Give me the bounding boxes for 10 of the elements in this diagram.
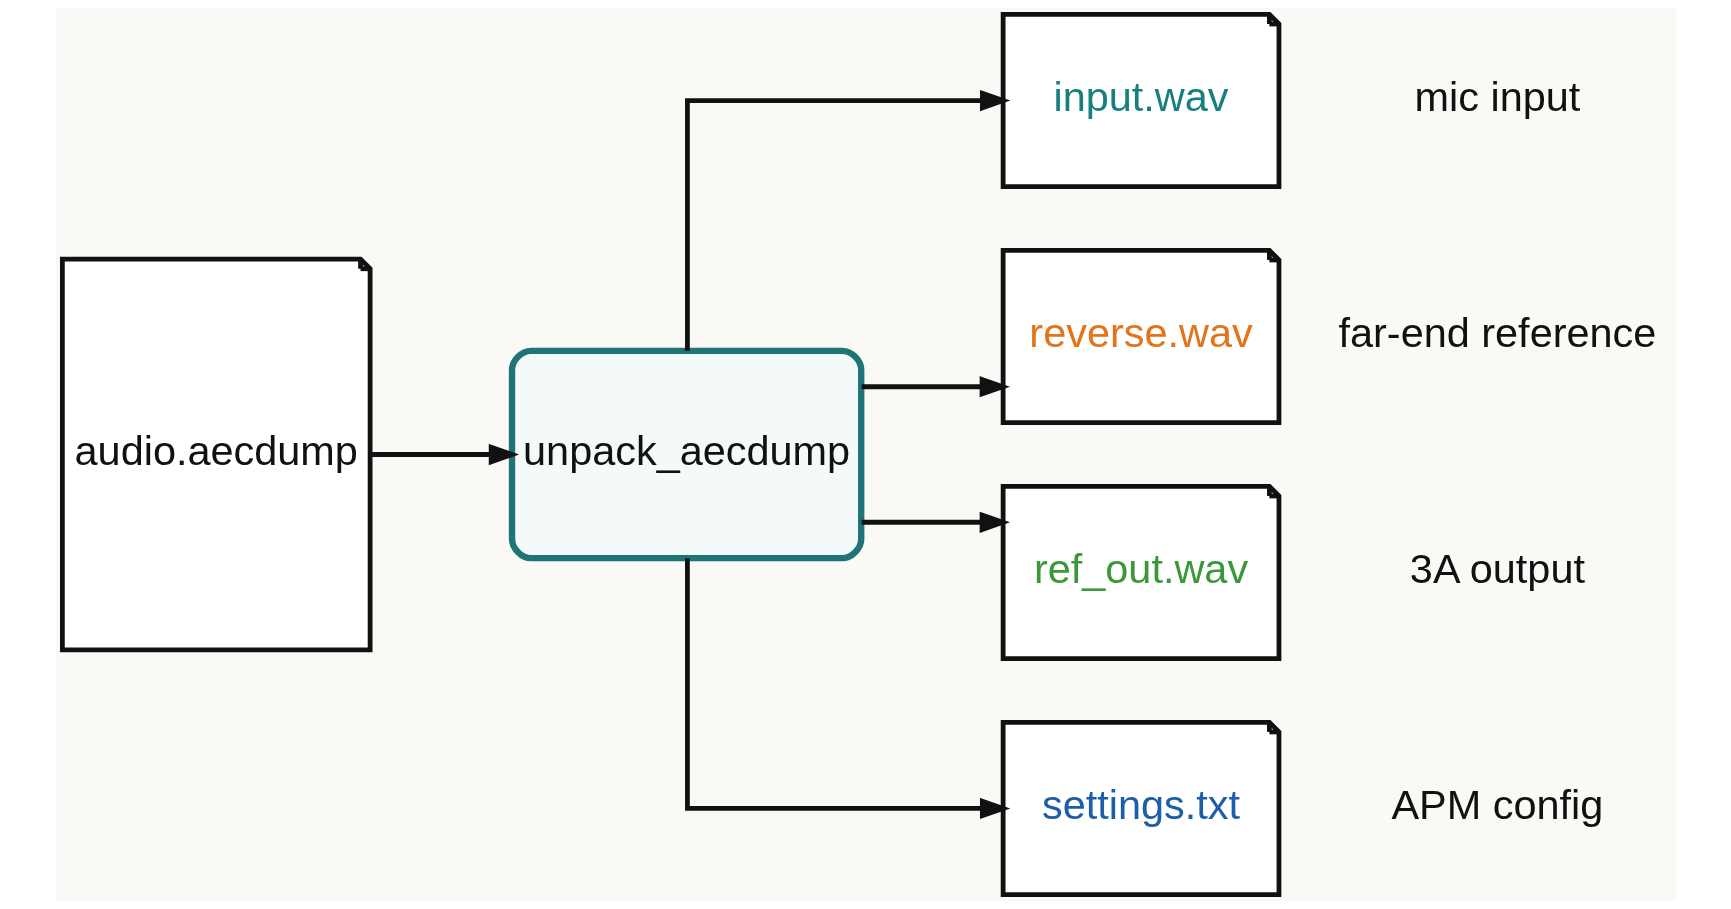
arrow — [369, 443, 519, 466]
node-label: mic input — [1414, 72, 1580, 120]
node-label: APM config — [1390, 780, 1603, 828]
node-box: unpack_aecdump — [508, 347, 864, 562]
arrow — [861, 376, 1010, 398]
arrow — [684, 89, 1010, 351]
node-label: 3A output — [1409, 544, 1585, 592]
node-label: far-end reference — [1337, 308, 1656, 356]
arrow — [861, 511, 1010, 533]
arrow — [684, 558, 1010, 820]
